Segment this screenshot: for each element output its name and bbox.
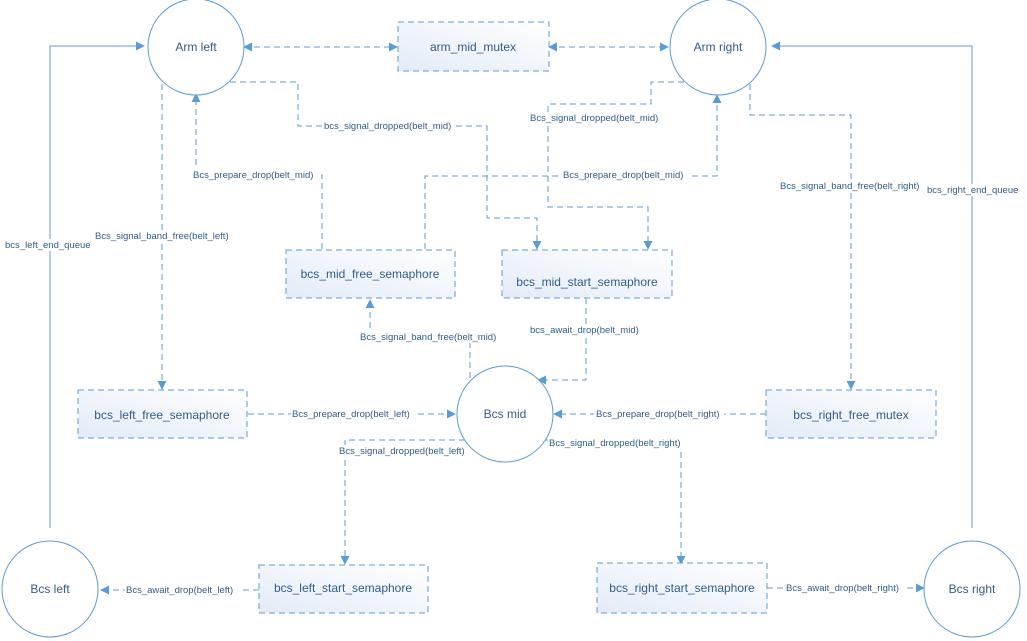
node-arm-left-label: Arm left (175, 40, 217, 54)
box-arm-mid-mutex (397, 21, 550, 72)
node-arm-left: Arm left (147, 0, 245, 96)
node-bcs-mid: Bcs mid (456, 365, 554, 463)
node-bcs-right-label: Bcs right (949, 582, 996, 596)
label-prepare-drop-mid-left: Bcs_prepare_drop(belt_mid) (193, 170, 313, 181)
edge-armright-rightfree (749, 84, 856, 390)
box-bcs-left-start-semaphore-label: bcs_left_start_semaphore (274, 581, 412, 595)
label-signal-band-free-right: Bcs_signal_band_free(belt_right) (780, 181, 919, 192)
edge-bcs-right-end-queue (771, 41, 973, 528)
label-signal-band-free-mid: Bcs_signal_band_free(belt_mid) (360, 332, 496, 343)
label-prepare-drop-right: Bcs_prepare_drop(belt_right) (596, 409, 720, 420)
edge-bcsmid-rightstart (543, 439, 686, 565)
label-signal-dropped-left: Bcs_signal_dropped(belt_left) (339, 446, 465, 457)
node-bcs-left-label: Bcs left (30, 582, 70, 596)
box-bcs-right-start-semaphore (596, 562, 768, 614)
box-bcs-left-start-semaphore (258, 564, 429, 614)
label-await-drop-mid: bcs_await_drop(belt_mid) (530, 325, 639, 336)
edge-bcs-left-end-queue (49, 41, 145, 528)
label-signal-band-free-left: Bcs_signal_band_free(belt_left) (95, 231, 229, 242)
box-bcs-mid-start-semaphore-label: bcs_mid_start_semaphore (516, 275, 658, 289)
node-bcs-mid-label: Bcs mid (484, 407, 527, 421)
box-bcs-mid-free-semaphore-label: bcs_mid_free_semaphore (301, 267, 440, 281)
box-bcs-right-free-mutex-label: bcs_right_free_mutex (793, 408, 908, 422)
label-bcs-left-end-queue: bcs_left_end_queue (5, 240, 91, 251)
edge-midfree-armleft (191, 93, 323, 249)
edge-armleft-midstart (230, 81, 542, 250)
edge-bcsmid-leftstart (340, 439, 465, 565)
label-prepare-drop-left: Bcs_prepare_drop(belt_left) (292, 409, 410, 420)
label-signal-dropped-right: Bcs_signal_dropped(belt_right) (549, 438, 681, 449)
node-bcs-right: Bcs right (923, 540, 1021, 638)
box-bcs-right-free-mutex (765, 389, 937, 439)
box-bcs-left-free-semaphore-label: bcs_left_free_semaphore (94, 408, 230, 422)
box-arm-mid-mutex-label: arm_mid_mutex (430, 40, 516, 54)
edge-midfree-armright (424, 94, 722, 249)
node-arm-right-label: Arm right (694, 40, 743, 54)
label-signal-dropped-mid-right: Bcs_signal_dropped(belt_mid) (530, 113, 658, 124)
edge-midstart-bcsmid (537, 298, 587, 385)
edge-armright-midstart (547, 81, 684, 250)
node-bcs-left: Bcs left (1, 540, 99, 638)
label-bcs-right-end-queue: bcs_right_end_queue (927, 185, 1018, 196)
node-arm-right: Arm right (669, 0, 767, 96)
box-bcs-left-free-semaphore (77, 389, 248, 439)
box-bcs-mid-free-semaphore (285, 249, 456, 299)
label-signal-dropped-mid-left: bcs_signal_dropped(belt_mid) (324, 121, 451, 132)
box-bcs-mid-start-semaphore (501, 249, 673, 299)
label-await-drop-left: Bcs_await_drop(belt_left) (126, 585, 233, 596)
box-bcs-right-start-semaphore-label: bcs_right_start_semaphore (609, 581, 755, 595)
label-prepare-drop-mid-right: Bcs_prepare_drop(belt_mid) (563, 170, 683, 181)
label-await-drop-right: Bcs_await_drop(belt_right) (786, 583, 899, 594)
